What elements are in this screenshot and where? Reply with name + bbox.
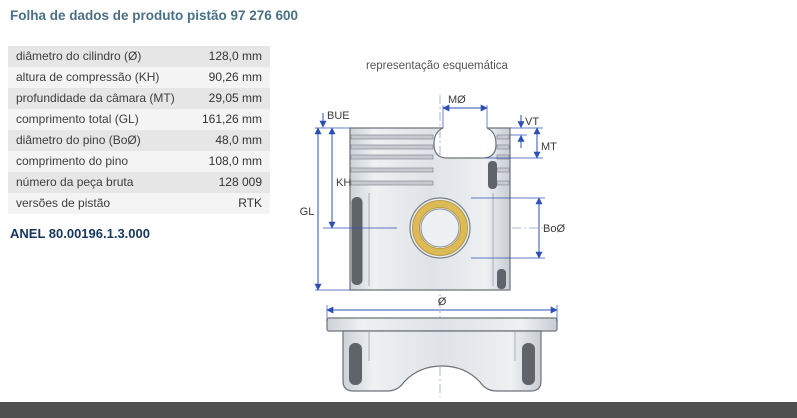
spec-label: comprimento do pino — [16, 154, 129, 168]
diagram-caption: representação esquemática — [366, 60, 508, 72]
dim-label-kh: KH — [336, 177, 351, 189]
spec-label: diâmetro do cilindro (Ø) — [16, 49, 142, 63]
dimension-bue: BUE — [319, 110, 350, 128]
spec-table: diâmetro do cilindro (Ø) 128,0 mm altura… — [8, 46, 270, 214]
spec-value: 108,0 mm — [208, 154, 262, 168]
section-hatch-upper-right — [488, 161, 497, 189]
section-hatch-lower-right — [497, 269, 506, 289]
spec-label: altura de compressão (KH) — [16, 70, 160, 84]
table-row: comprimento total (GL) 161,26 mm — [8, 109, 270, 130]
dimension-mo: MØ — [442, 94, 488, 128]
page-title: Folha de dados de produto pistão 97 276 … — [10, 8, 299, 23]
spec-value: 128 009 — [218, 175, 262, 189]
dim-label-mt: MT — [541, 141, 557, 153]
piston-schematic-drawing: GL KH BUE MØ VT MT BoØ — [300, 94, 565, 397]
dimension-dia: Ø — [326, 296, 558, 321]
table-row: diâmetro do pino (BoØ) 48,0 mm — [8, 130, 270, 151]
dimension-gl: GL — [300, 127, 350, 291]
spec-label: versões de pistão — [16, 196, 111, 210]
pin-bore — [409, 197, 471, 259]
dim-label-dia: Ø — [438, 296, 447, 308]
dim-label-vt: VT — [525, 116, 539, 128]
table-row: altura de compressão (KH) 90,26 mm — [8, 67, 270, 88]
table-row: número da peça bruta 128 009 — [8, 172, 270, 193]
spec-label: comprimento total (GL) — [16, 112, 139, 126]
spec-label: profundidade da câmara (MT) — [16, 91, 175, 105]
dimension-bo: BoØ — [471, 197, 565, 259]
dim-label-gl: GL — [300, 206, 315, 218]
dimension-vt: VT — [510, 115, 543, 148]
dim-label-bue: BUE — [327, 110, 350, 122]
spec-value: 128,0 mm — [208, 49, 262, 63]
dim-label-mo: MØ — [448, 94, 466, 106]
section-hatch-left — [351, 197, 363, 285]
spec-value: 48,0 mm — [215, 133, 262, 147]
spec-value: RTK — [238, 196, 262, 210]
spec-label: número da peça bruta — [16, 175, 134, 189]
footer-bar — [0, 402, 797, 418]
spec-value: 29,05 mm — [208, 91, 262, 105]
spec-value: 161,26 mm — [201, 112, 262, 126]
table-row: versões de pistão RTK — [8, 193, 270, 214]
skirt-hatch-left — [349, 343, 362, 385]
spec-label: diâmetro do pino (BoØ) — [16, 133, 141, 147]
table-row: comprimento do pino 108,0 mm — [8, 151, 270, 172]
piston-bottom-view — [326, 317, 558, 392]
spec-value: 90,26 mm — [208, 70, 262, 84]
table-row: diâmetro do cilindro (Ø) 128,0 mm — [8, 46, 270, 67]
dim-label-bo: BoØ — [543, 223, 565, 235]
piston-cross-section — [349, 127, 511, 291]
dimension-kh: KH — [323, 127, 397, 229]
ring-part-link[interactable]: ANEL 80.00196.1.3.000 — [10, 226, 150, 241]
table-row: profundidade da câmara (MT) 29,05 mm — [8, 88, 270, 109]
skirt-hatch-right — [522, 343, 535, 385]
dimension-mt: MT — [485, 127, 557, 159]
